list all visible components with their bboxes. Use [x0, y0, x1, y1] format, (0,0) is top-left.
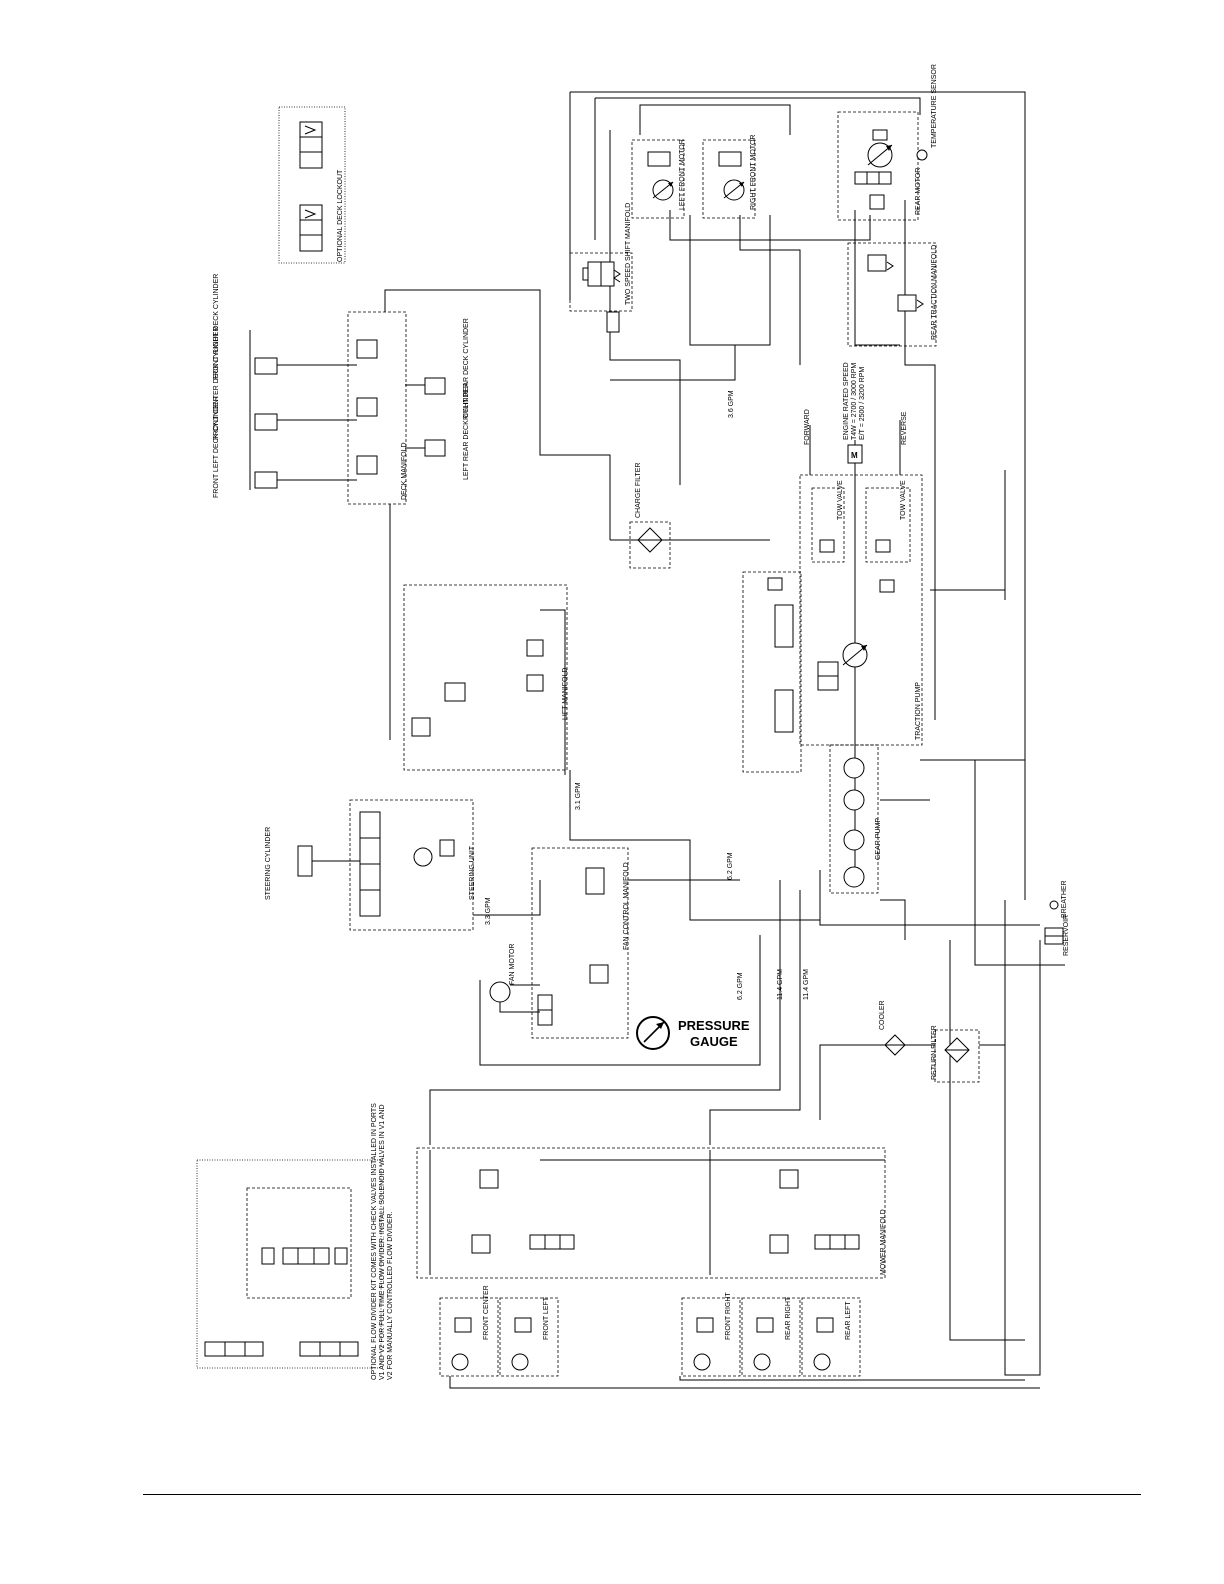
optional-flow-divider: OPTIONAL FLOW DIVIDER KIT COMES WITH CHE…	[196, 1103, 394, 1380]
gear-pump: GEAR PUMP	[829, 744, 882, 894]
reverse-label: REVERSE	[901, 411, 908, 445]
flow-divider-note-3: V2 FOR MANUALLY CONTROLLED FLOW DIVIDER.	[387, 1211, 394, 1380]
fan-control-label: FAN CONTROL MANIFOLD	[623, 862, 630, 950]
mower-manifold-label: MOWER MANIFOLD	[880, 1209, 887, 1275]
front-right-cyl-label: FRONT RIGHT DECK CYLINDER	[213, 274, 220, 380]
charge-flow-label: 3.6 GPM	[728, 390, 735, 418]
mower-manifold: MOWER MANIFOLD	[416, 1147, 887, 1279]
svg-text:M: M	[851, 451, 858, 460]
pump-flow-label: 6.2 GPM	[727, 852, 734, 880]
traction-pump-label: TRACTION PUMP	[915, 682, 922, 740]
two-speed-shift-label: TWO SPEED SHIFT MANIFOLD	[625, 203, 632, 305]
engine-speed-label: ENGINE RATED SPEED	[843, 362, 850, 440]
left-rear-cyl-label: LEFT REAR DECK CYLINDER	[463, 383, 470, 480]
right-front-motor-label: RIGHT FRONT MOTOR	[750, 135, 757, 210]
main-lines	[569, 91, 1065, 1376]
deck-motor-modules: FRONT CENTER FRONT LEFT FRONT RIGHT REAR…	[439, 1285, 1040, 1389]
pressure-gauge-line1: PRESSURE	[678, 1018, 750, 1033]
rear-motor: REAR MOTOR TEMPERATURE SENSOR	[837, 64, 938, 221]
deck-cylinders: FRONT LEFT DECK CYLINDER FRONT CENTER DE…	[213, 274, 611, 740]
flow-divider-note-1: OPTIONAL FLOW DIVIDER KIT COMES WITH CHE…	[371, 1103, 378, 1380]
steering-unit-label: STEERING UNIT	[469, 845, 476, 900]
left-front-motor: LEFT FRONT MOTOR	[631, 139, 686, 219]
lift-manifold-label: LIFT MANIFOLD	[562, 668, 569, 720]
gear-pump-label: GEAR PUMP	[875, 818, 882, 860]
optional-deck-lockout: OPTIONAL DECK LOCKOUT	[278, 106, 346, 264]
module-front-center: FRONT CENTER	[483, 1285, 490, 1340]
breather-label: BREATHER	[1061, 880, 1068, 918]
steer-flow-label: 3.3 GPM	[485, 897, 492, 925]
charge-filter-label: CHARGE FILTER	[635, 463, 642, 519]
flow-divider-note-2: V1 AND V2 FOR FULL TIME FLOW DIVIDER. IN…	[379, 1104, 386, 1380]
right-front-motor: RIGHT FRONT MOTOR	[702, 135, 757, 219]
engine-group: M ENGINE RATED SPEED T4W = 2700 / 3000 R…	[728, 362, 908, 464]
forward-label: FORWARD	[804, 409, 811, 445]
rear-motor-label: REAR MOTOR	[915, 168, 922, 215]
deck-manifold-label: DECK MANIFOLD	[401, 442, 408, 500]
deck-flow-lines: 11.4 GPM 11.4 GPM	[429, 880, 810, 1145]
steering-cylinder-label: STEERING CYLINDER	[265, 827, 272, 900]
pressure-gauge: PRESSURE GAUGE	[636, 1016, 750, 1050]
left-front-motor-label: LEFT FRONT MOTOR	[679, 139, 686, 210]
lift-manifold: LIFT MANIFOLD 3.1 GPM	[403, 584, 820, 921]
rear-traction-manifold: REAR TRACTION MANIFOLD	[847, 242, 938, 347]
right-rear-cyl-label: RIGHT REAR DECK CYLINDER	[463, 318, 470, 420]
two-speed-shift-manifold: TWO SPEED SHIFT MANIFOLD	[569, 203, 633, 333]
front-center-cyl-label: FRONT CENTER DECK CYLINDER	[213, 327, 220, 440]
front-left-cyl-label: FRONT LEFT DECK CYLINDER	[213, 396, 220, 498]
fan-control-manifold: FAN CONTROL MANIFOLD 6.2 GPM FAN MOTOR 6…	[479, 847, 761, 1066]
footer-rule	[143, 1494, 1141, 1495]
optional-deck-lockout-label: OPTIONAL DECK LOCKOUT	[337, 169, 344, 262]
steering-unit: STEERING CYLINDER STEERING UNIT 3.3 GPM	[265, 799, 541, 931]
reservoir-label: RESERVOIR	[1063, 915, 1070, 956]
module-front-left: FRONT LEFT	[543, 1296, 550, 1340]
tow-valve-1-label: TOW VALVE	[837, 480, 844, 520]
tow-valve-2-label: TOW VALVE	[900, 480, 907, 520]
fan-flow-label: 6.2 GPM	[737, 972, 744, 1000]
traction-pump: TOW VALVE TOW VALVE TRACTION PUMP	[742, 474, 923, 773]
module-rear-right: REAR RIGHT	[785, 1296, 792, 1340]
deck-flow-2-label: 11.4 GPM	[803, 969, 810, 1000]
pressure-gauge-line2: GAUGE	[690, 1034, 738, 1049]
cooler-label: COOLER	[879, 1000, 886, 1030]
module-front-right: FRONT RIGHT	[725, 1292, 732, 1340]
engine-speed-line2: T4W = 2700 / 3000 RPM	[851, 363, 858, 440]
lift-flow-label: 3.1 GPM	[575, 782, 582, 810]
rear-traction-label: REAR TRACTION MANIFOLD	[931, 245, 938, 340]
deck-flow-1-label: 11.4 GPM	[777, 969, 784, 1000]
return-filter-label: RETURN FILTER	[931, 1025, 938, 1080]
temperature-sensor-label: TEMPERATURE SENSOR	[931, 64, 938, 148]
module-rear-left: REAR LEFT	[845, 1301, 852, 1340]
engine-speed-line3: E/T = 2500 / 3200 RPM	[859, 367, 866, 440]
reservoir-group: BREATHER RESERVOIR COOLER RETURN FILTER	[819, 880, 1070, 1120]
charge-filter: CHARGE FILTER	[610, 463, 770, 569]
fan-motor-label: FAN MOTOR	[509, 944, 516, 985]
